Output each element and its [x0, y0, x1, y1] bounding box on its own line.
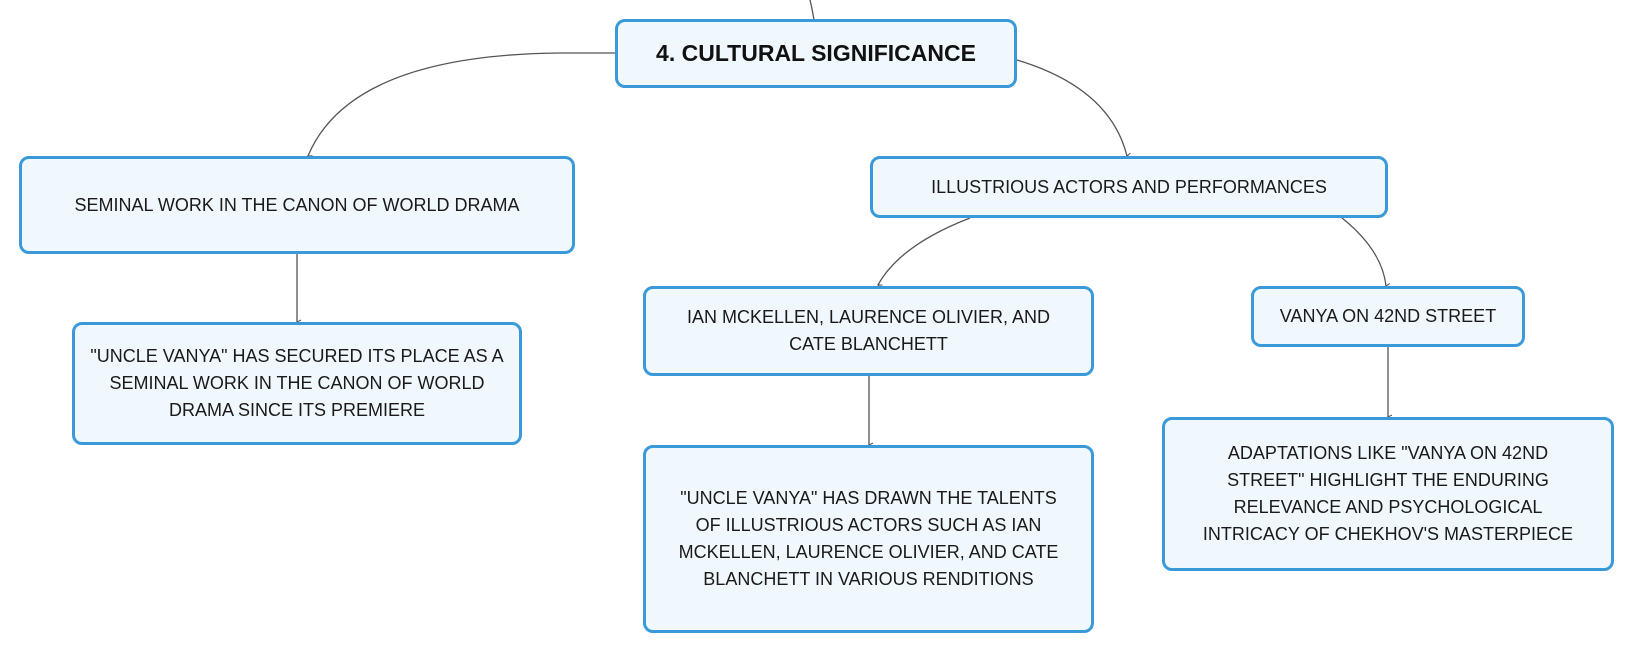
node-seminal-work-label: SEMINAL WORK IN THE CANON OF WORLD DRAMA	[74, 194, 520, 215]
node-seminal-work-detail[interactable]: "UNCLE VANYA" HAS SECURED ITS PLACE AS A…	[72, 322, 522, 445]
node-actors-detail-label: "UNCLE VANYA" HAS DRAWN THE TALENTS OF I…	[678, 488, 1059, 589]
connector-parent-to-root	[809, 0, 815, 21]
node-illustrious-actors-label: ILLUSTRIOUS ACTORS AND PERFORMANCES	[931, 176, 1327, 197]
node-actors-detail[interactable]: "UNCLE VANYA" HAS DRAWN THE TALENTS OF I…	[643, 445, 1094, 633]
node-seminal-work[interactable]: SEMINAL WORK IN THE CANON OF WORLD DRAMA	[19, 156, 575, 254]
node-actor-names[interactable]: IAN MCKELLEN, LAURENCE OLIVIER, AND CATE…	[643, 286, 1094, 376]
node-vanya-42nd-street-detail-label: ADAPTATIONS LIKE "VANYA ON 42ND STREET" …	[1202, 443, 1574, 544]
connector-root-to-actors	[1016, 59, 1127, 156]
node-seminal-work-detail-label: "UNCLE VANYA" HAS SECURED ITS PLACE AS A…	[90, 346, 504, 420]
node-cultural-significance[interactable]: 4. CULTURAL SIGNIFICANCE	[615, 19, 1017, 88]
node-cultural-significance-label: 4. CULTURAL SIGNIFICANCE	[656, 40, 976, 66]
connector-root-to-seminal	[308, 52, 616, 156]
node-illustrious-actors[interactable]: ILLUSTRIOUS ACTORS AND PERFORMANCES	[870, 156, 1388, 218]
connector-actors-to-names	[878, 217, 971, 285]
connector-actors-to-vanya42	[1341, 217, 1386, 286]
node-vanya-42nd-street-detail[interactable]: ADAPTATIONS LIKE "VANYA ON 42ND STREET" …	[1162, 417, 1614, 571]
node-vanya-42nd-street-label: VANYA ON 42ND STREET	[1279, 306, 1497, 326]
node-actor-names-label: IAN MCKELLEN, LAURENCE OLIVIER, AND CATE…	[686, 307, 1051, 354]
node-vanya-42nd-street[interactable]: VANYA ON 42ND STREET	[1251, 286, 1525, 347]
